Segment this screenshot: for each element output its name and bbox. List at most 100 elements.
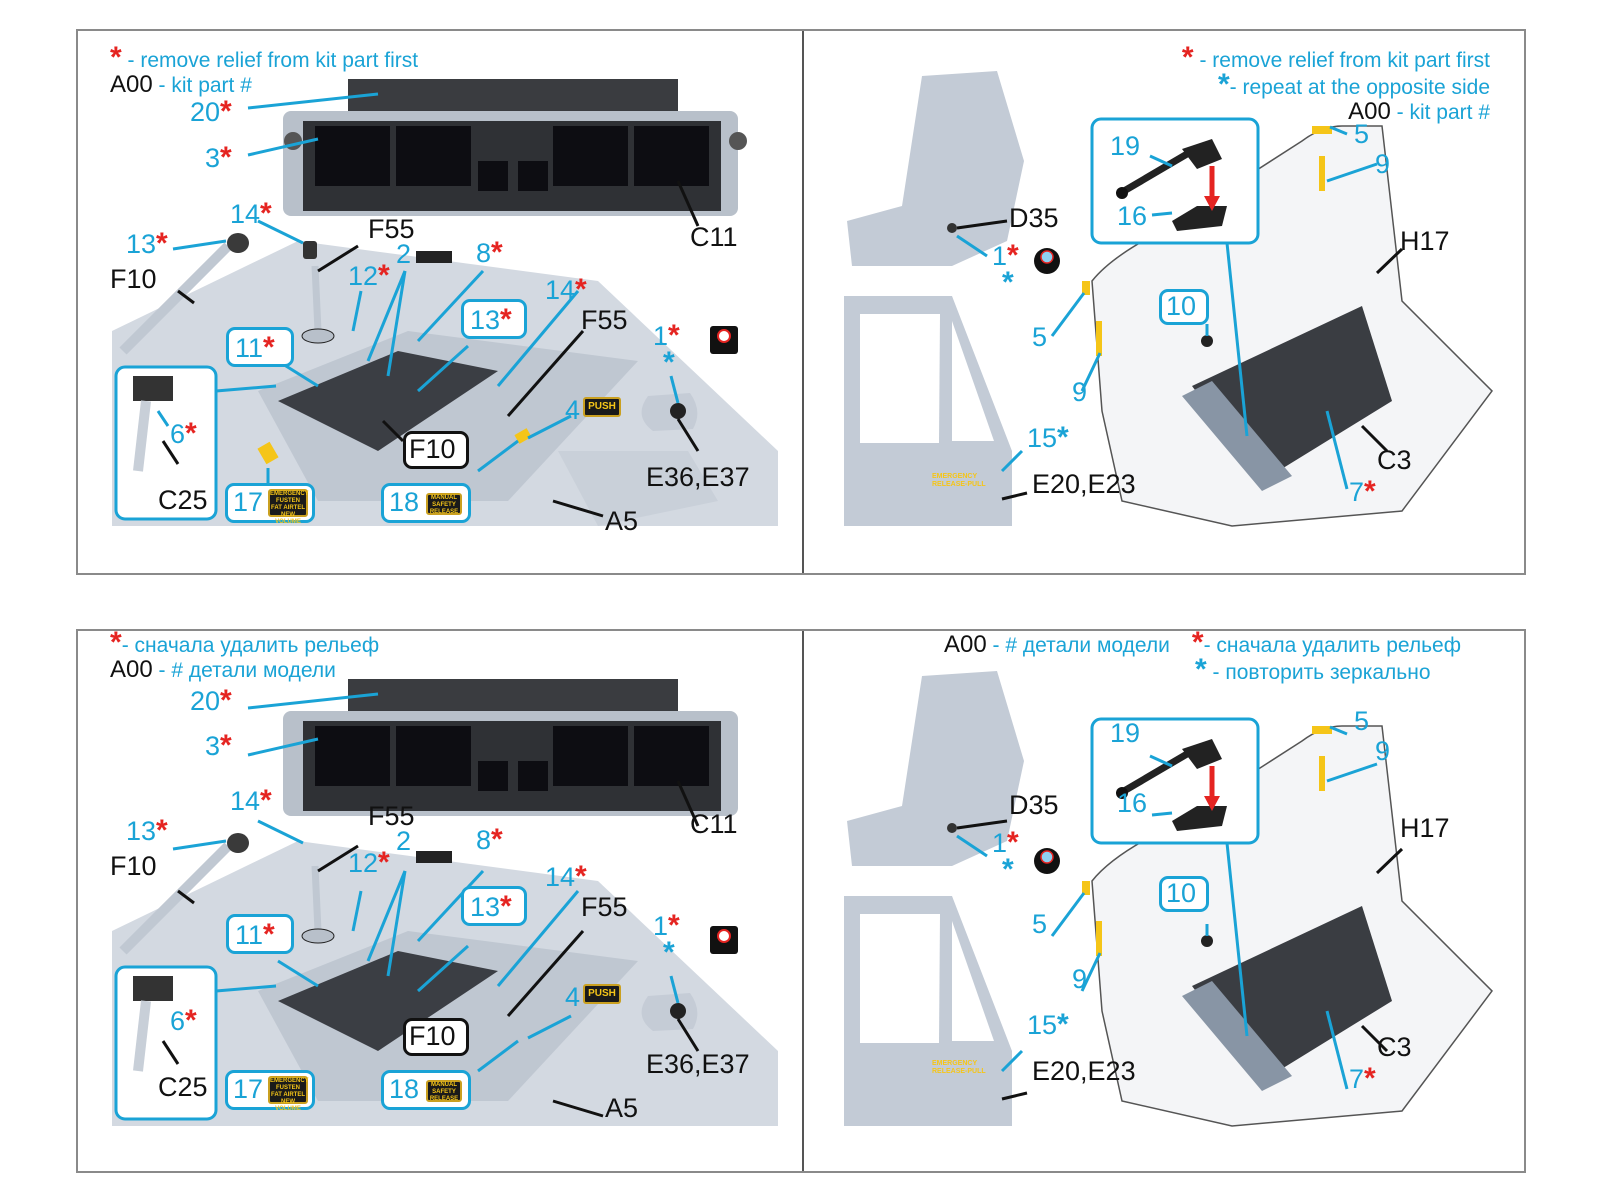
left-cockpit-section: * - remove relief from kit part first A0… [78,31,804,573]
door-illustration [844,71,1493,527]
callout-11: 11* [235,918,275,951]
callout-box-11 [226,914,294,954]
callout-box-13 [461,886,527,926]
label-box-F10 [403,1018,469,1056]
callout-14-right: 14* [545,860,587,893]
callout-9-top: 9 [1375,149,1391,179]
label-F55-lower: F55 [581,305,628,335]
callout-15: 15* [1027,421,1069,454]
callout-14-left: 14* [230,784,272,817]
label-C25: C25 [158,485,208,515]
legend-english-left: * - remove relief from kit part first A0… [110,41,419,98]
callout-11: 11* [235,331,275,364]
door-illustration-ru [844,671,1493,1127]
callout-5-top: 5 [1354,706,1370,736]
callout-17: 17 [233,1074,264,1104]
right-door-section: * - remove relief from kit part first *-… [802,31,1524,573]
callout-20: 20* [190,684,232,717]
label-E20-E23: E20,E23 [1032,469,1136,499]
label-F55-lower: F55 [581,892,628,922]
door-emergency-label: EMERGENCY RELEASE-PULL [932,1060,986,1075]
push-sign: PUSH [583,397,621,417]
callout-3: 3* [205,141,232,174]
callout-13-left: 13* [126,227,168,260]
callout-20: 20* [190,95,232,128]
callout-13-left: 13* [126,814,168,847]
legend-russian-right: A00 - # детали модели*- сначала удалить … [944,626,1462,686]
red-star-icon: * [110,626,122,659]
callout-13-right: 13* [470,890,512,923]
sign-17-decal: EMERGENCY FUSTEN FAT AIRTEL NEW VOLUME [268,1076,309,1112]
sign-17-decal: EMERGENCY FUSTEN FAT AIRTEL NEW VOLUME [268,489,309,525]
callout-4: 4 [565,395,581,425]
callout-1: 1* [653,909,680,942]
label-C11: C11 [690,809,738,839]
callout-2: 2 [396,826,412,856]
callout-10: 10 [1166,878,1197,908]
label-E36-E37: E36,E37 [646,462,750,492]
label-C3: C3 [1377,1032,1412,1062]
label-A5: A5 [605,1093,639,1123]
callout-1-door: 1* [992,239,1019,272]
red-star-icon: * [1181,41,1194,74]
callout-1: 1* [653,319,680,352]
cockpit-illustration-ru [112,679,778,1126]
label-C3: C3 [1377,445,1412,475]
callout-6: 6* [170,417,197,450]
callout-9-top: 9 [1375,736,1391,766]
label-A5: A5 [605,506,639,536]
callout-9-left: 9 [1072,377,1088,407]
callout-14-left: 14* [230,197,272,230]
callout-9-left: 9 [1072,964,1088,994]
callout-box-10 [1159,876,1209,912]
label-H17: H17 [1400,813,1450,843]
callout-2: 2 [396,239,412,269]
label-C25: C25 [158,1072,208,1102]
callout-10: 10 [1166,291,1197,321]
callout-18: 18 [389,1074,420,1104]
callout-16: 16 [1117,201,1148,231]
callout-box-10 [1159,289,1209,325]
callout-13-right: 13* [470,303,512,336]
label-C11: C11 [690,222,738,252]
legend-russian-left: *- сначала удалить рельеф A00 - # детали… [110,626,380,683]
callout-15: 15* [1027,1008,1069,1041]
callout-19: 19 [1110,718,1141,748]
callout-5-top: 5 [1354,119,1370,149]
blue-star-icon: * [663,936,675,969]
label-H17: H17 [1400,226,1450,256]
callout-8: 8* [476,236,503,269]
label-E20-E23: E20,E23 [1032,1056,1136,1086]
label-box-F10 [403,431,469,469]
callout-1-door: 1* [992,826,1019,859]
legend-english-right: * - remove relief from kit part first *-… [1181,41,1490,125]
right-door-section-ru: A00 - # детали модели*- сначала удалить … [802,626,1524,1171]
callout-12: 12* [348,846,390,879]
blue-star-icon: * [1217,68,1230,101]
label-F10-upper: F10 [110,264,157,294]
blue-star-icon: * [663,346,675,379]
callout-17: 17 [233,487,264,517]
callout-box-13 [461,299,527,339]
label-E36-E37: E36,E37 [646,1049,750,1079]
label-D35: D35 [1009,203,1059,233]
instruction-panel-russian: *- сначала удалить рельеф A00 - # детали… [76,626,1526,1173]
label-F10-lower: F10 [409,1021,456,1051]
blue-star-icon: * [1195,653,1207,686]
label-F55-upper: F55 [368,801,415,831]
callout-6: 6* [170,1004,197,1037]
instruction-panel-english: * - remove relief from kit part first A0… [76,29,1526,575]
callout-box-11 [226,327,294,367]
cockpit-illustration [112,79,778,526]
callout-12: 12* [348,259,390,292]
blue-star-icon: * [1002,266,1014,299]
label-F55-upper: F55 [368,214,415,244]
callout-14-right: 14* [545,273,587,306]
door-emergency-label: EMERGENCY RELEASE-PULL [932,473,986,488]
callout-8: 8* [476,823,503,856]
callout-16: 16 [1117,788,1148,818]
callout-5-left: 5 [1032,909,1048,939]
sign-18-decal: MANUAL SAFETY RELEASE [426,1080,462,1102]
red-star-icon: * [110,41,122,74]
callout-7: 7* [1349,1062,1376,1095]
